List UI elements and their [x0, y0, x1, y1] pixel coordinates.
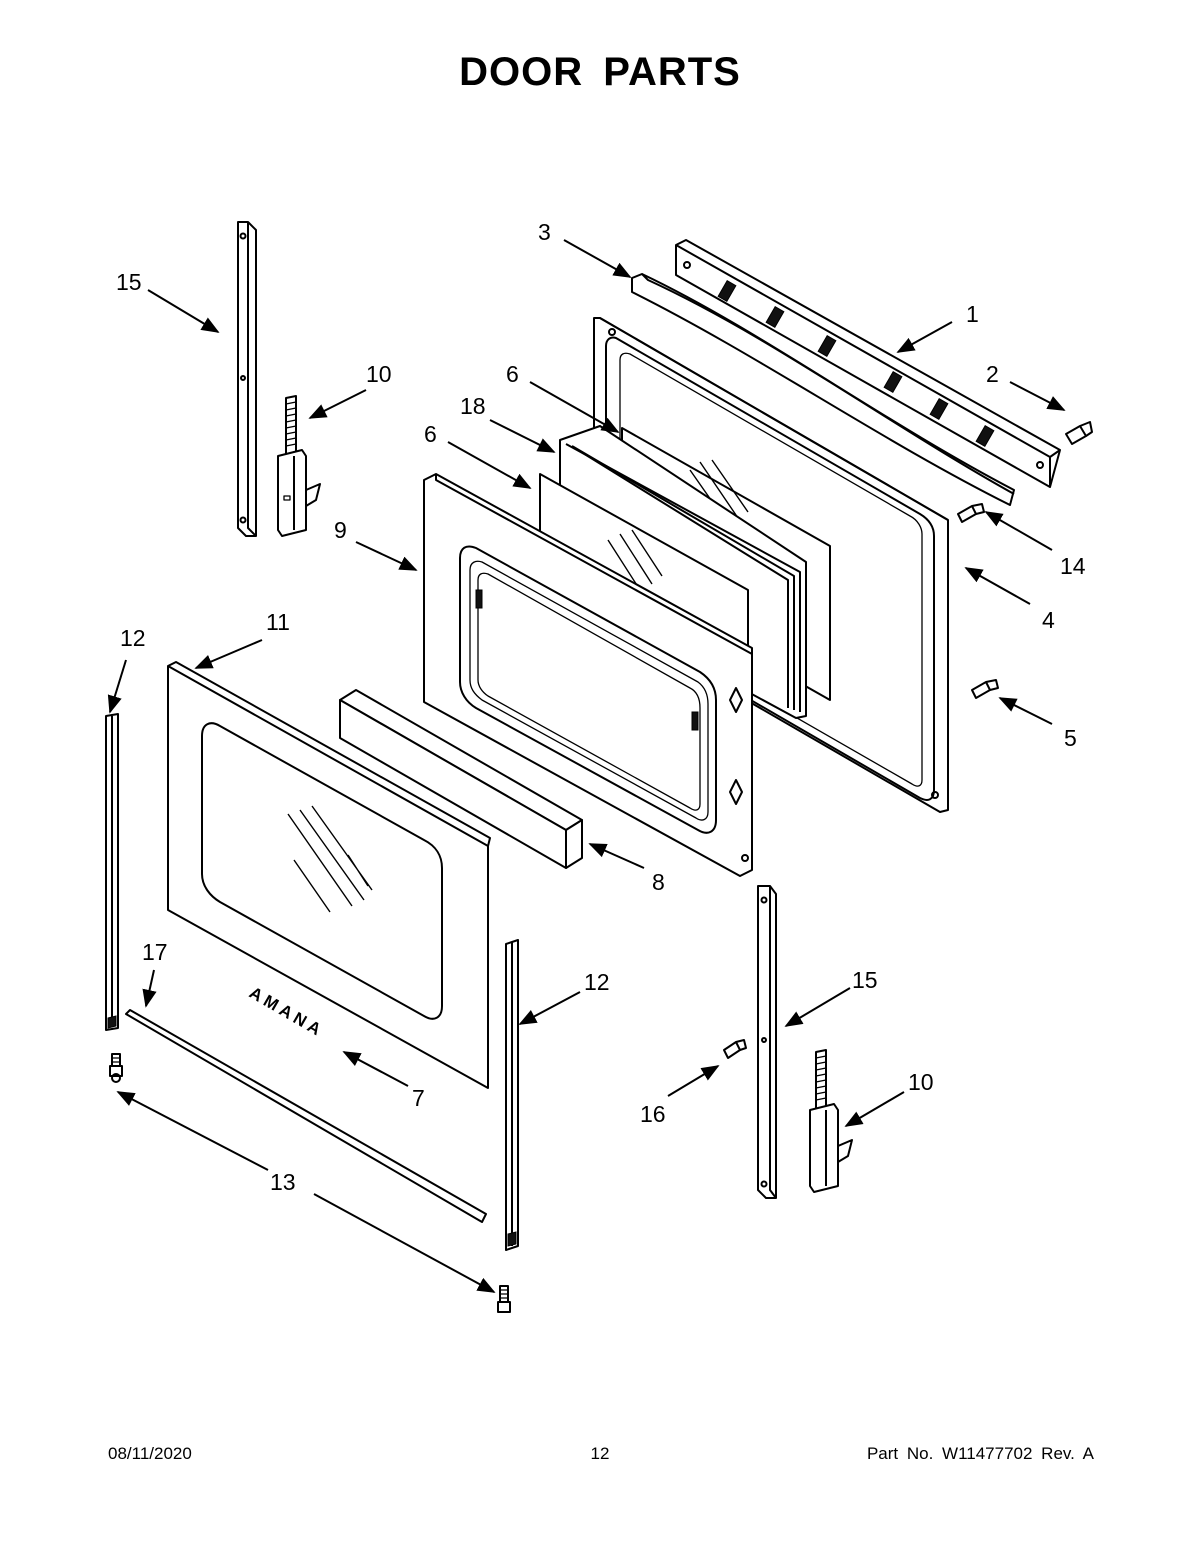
part-10-hinge-left [277, 395, 321, 537]
part-15-hinge-channel-right [757, 885, 777, 1199]
callout-2: 2 [986, 361, 999, 387]
callout-labels: 1 2 3 4 5 6 6 7 8 9 10 10 11 12 12 13 14… [116, 219, 1086, 1195]
part-5-screw [971, 679, 999, 699]
callout-8: 8 [652, 869, 665, 895]
callout-17: 17 [142, 939, 168, 965]
part-10-hinge-right [809, 1049, 853, 1193]
arrow-12-right [518, 991, 581, 1025]
arrow-12-left [107, 659, 127, 714]
callout-15-right: 15 [852, 967, 878, 993]
callout-6-front: 6 [424, 421, 437, 447]
callout-7: 7 [412, 1085, 425, 1111]
part-17-bottom-trim [125, 1009, 487, 1223]
part-12-side-trim-left [105, 713, 119, 1031]
part-16-screw [723, 1039, 747, 1059]
arrow-1 [896, 321, 953, 353]
callout-16: 16 [640, 1101, 666, 1127]
arrow-17 [142, 969, 157, 1008]
callout-1: 1 [966, 301, 979, 327]
part-7-outer-door-glass: AMANA [167, 661, 491, 1089]
arrow-9 [355, 541, 418, 571]
part-2-screw [1065, 421, 1093, 445]
callout-10-left: 10 [366, 361, 392, 387]
callout-13: 13 [270, 1169, 296, 1195]
part-15-hinge-channel-left [237, 221, 257, 537]
callout-6-rear: 6 [506, 361, 519, 387]
callout-9: 9 [334, 517, 347, 543]
arrow-15-left [147, 289, 220, 333]
part-9-door-frame [423, 473, 753, 877]
arrow-4 [964, 567, 1031, 605]
arrow-6-rear [529, 381, 620, 433]
arrow-18 [489, 419, 556, 453]
callout-3: 3 [538, 219, 551, 245]
arrow-15-right [784, 987, 851, 1027]
part-13-screw-right [497, 1285, 511, 1313]
callout-10-right: 10 [908, 1069, 934, 1095]
arrow-14 [984, 511, 1053, 551]
callout-4: 4 [1042, 607, 1055, 633]
arrow-10-right [844, 1091, 905, 1127]
arrow-7 [342, 1051, 409, 1087]
part-13-screw-left [109, 1053, 123, 1083]
callout-18: 18 [460, 393, 486, 419]
arrow-11 [194, 639, 263, 669]
arrow-5 [998, 697, 1053, 725]
callout-5: 5 [1064, 725, 1077, 751]
callout-11: 11 [266, 609, 290, 635]
arrow-16 [667, 1065, 720, 1097]
footer-part-number: Part No. W11477702 Rev. A [866, 1444, 1094, 1463]
part-8-insulation [339, 689, 583, 869]
callout-12-right: 12 [584, 969, 610, 995]
arrow-8 [588, 843, 645, 869]
arrow-13-left [116, 1091, 269, 1171]
footer-date: 08/11/2020 [108, 1444, 192, 1463]
part-12-side-trim-right [505, 939, 519, 1251]
arrow-10-left [308, 389, 367, 419]
part-3-handle-trim [631, 273, 1015, 506]
part-1-vent-trim [675, 239, 1061, 488]
footer-page-number: 12 [590, 1444, 610, 1463]
callout-15-left: 15 [116, 269, 142, 295]
arrow-3 [563, 239, 632, 278]
page-title: DOOR PARTS [459, 50, 741, 94]
callout-14: 14 [1060, 553, 1086, 579]
arrow-13-right [313, 1193, 496, 1293]
arrow-6-front [447, 441, 532, 489]
part-14-screw [957, 503, 985, 523]
callout-12-left: 12 [120, 625, 146, 651]
leader-arrows [107, 239, 1066, 1293]
arrow-2 [1009, 381, 1066, 411]
